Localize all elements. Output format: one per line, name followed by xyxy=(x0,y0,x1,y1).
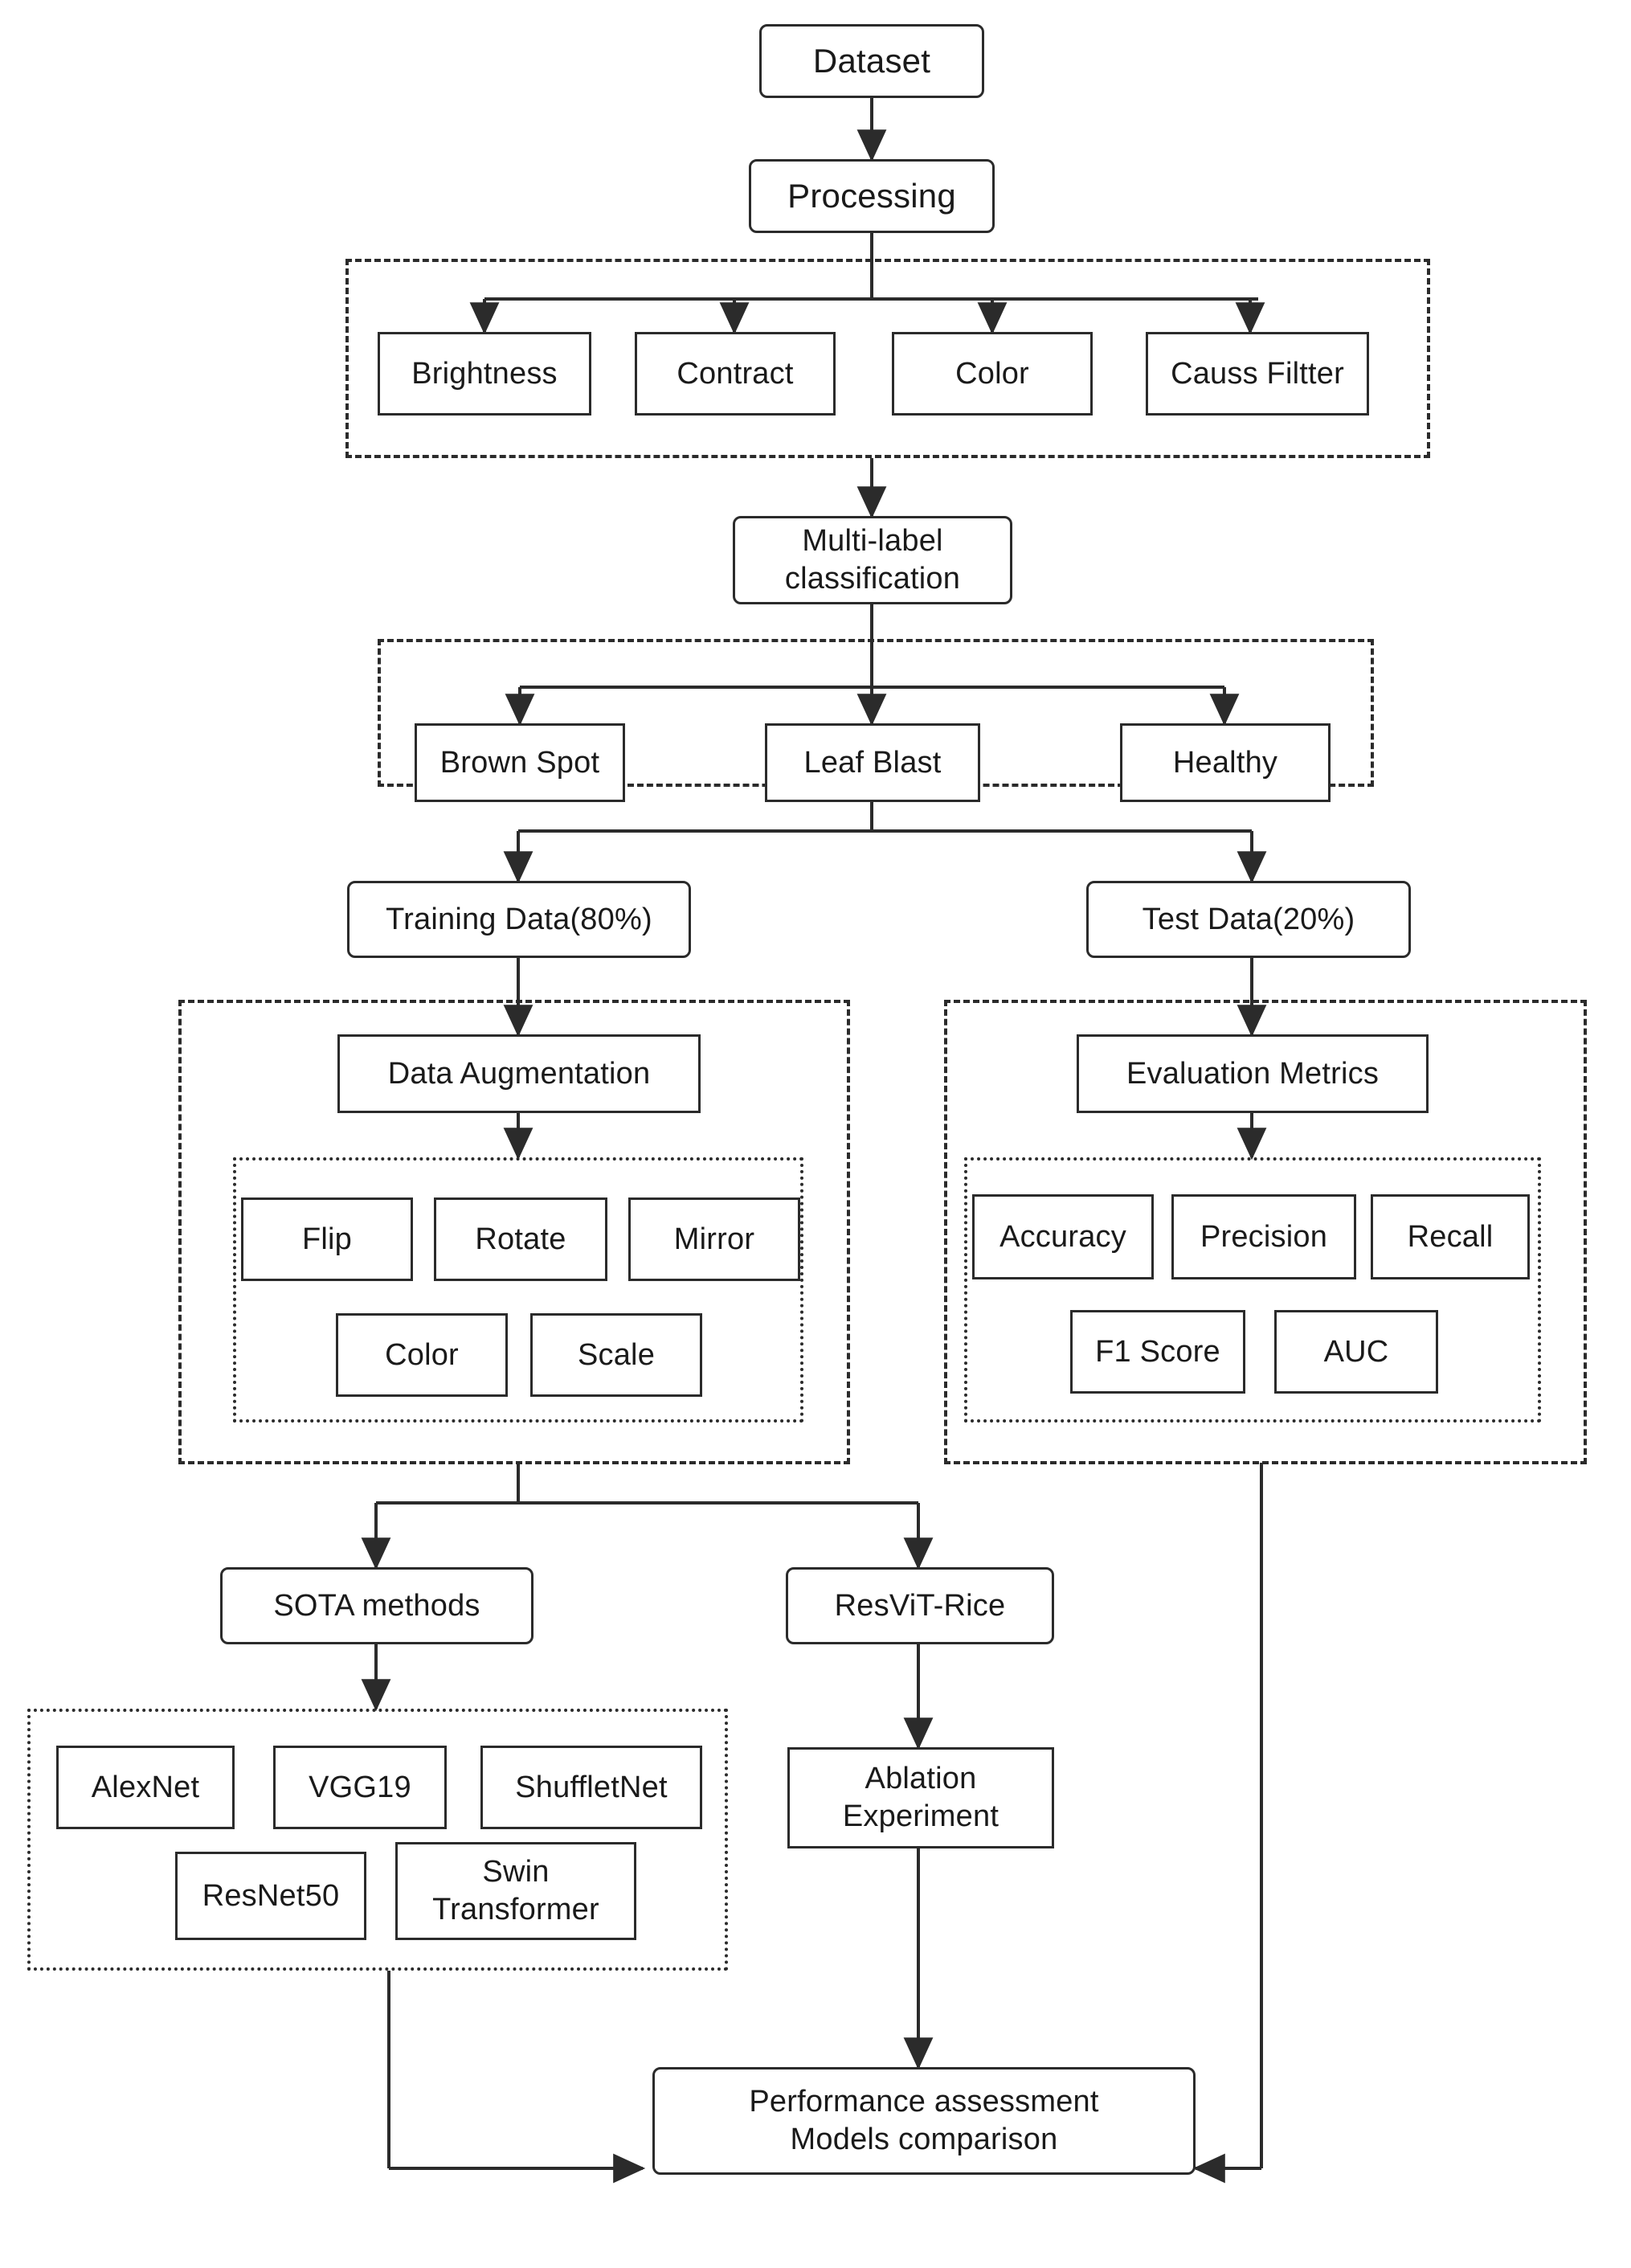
node-data-augmentation[interactable]: Data Augmentation xyxy=(337,1034,701,1113)
node-auc[interactable]: AUC xyxy=(1274,1310,1438,1394)
node-performance-assessment[interactable]: Performance assessment Models comparison xyxy=(652,2067,1196,2175)
node-accuracy[interactable]: Accuracy xyxy=(972,1194,1154,1279)
node-test-data[interactable]: Test Data(20%) xyxy=(1086,881,1411,958)
node-sota-methods[interactable]: SOTA methods xyxy=(220,1567,533,1644)
test-branch-group xyxy=(944,1000,1587,1464)
node-precision[interactable]: Precision xyxy=(1171,1194,1356,1279)
multi-label-line-2: classification xyxy=(784,562,961,596)
swin-line-2: Transformer xyxy=(432,1893,599,1926)
ablation-line-1: Ablation xyxy=(865,1761,977,1795)
ablation-line-2: Experiment xyxy=(842,1799,999,1833)
node-mirror[interactable]: Mirror xyxy=(628,1197,800,1281)
node-shuffletnet[interactable]: ShuffletNet xyxy=(480,1746,702,1829)
node-flip[interactable]: Flip xyxy=(241,1197,413,1281)
node-alexnet[interactable]: AlexNet xyxy=(56,1746,235,1829)
node-healthy[interactable]: Healthy xyxy=(1120,723,1331,802)
metrics-group xyxy=(964,1157,1541,1423)
node-contract[interactable]: Contract xyxy=(635,332,836,416)
augmentation-group xyxy=(233,1157,803,1423)
multi-label-line-1: Multi-label xyxy=(802,523,943,558)
node-resnet50[interactable]: ResNet50 xyxy=(175,1852,366,1940)
node-multi-label-classification[interactable]: Multi-label classification xyxy=(733,516,1012,604)
swin-line-1: Swin xyxy=(482,1854,550,1889)
training-branch-group xyxy=(178,1000,850,1464)
preprocessing-group xyxy=(345,259,1430,458)
node-ablation-experiment[interactable]: Ablation Experiment xyxy=(787,1747,1054,1848)
node-dataset[interactable]: Dataset xyxy=(759,24,984,98)
performance-line-2: Models comparison xyxy=(790,2123,1058,2156)
node-brown-spot[interactable]: Brown Spot xyxy=(415,723,625,802)
node-scale[interactable]: Scale xyxy=(530,1313,702,1397)
node-brightness[interactable]: Brightness xyxy=(378,332,591,416)
node-color-augmentation[interactable]: Color xyxy=(336,1313,508,1397)
node-rotate[interactable]: Rotate xyxy=(434,1197,607,1281)
node-evaluation-metrics[interactable]: Evaluation Metrics xyxy=(1077,1034,1429,1113)
sota-group xyxy=(27,1709,728,1971)
node-swin-transformer[interactable]: Swin Transformer xyxy=(395,1842,636,1940)
node-f1-score[interactable]: F1 Score xyxy=(1070,1310,1245,1394)
performance-line-1: Performance assessment xyxy=(749,2084,1099,2119)
node-causs-filtter[interactable]: Causs Filtter xyxy=(1146,332,1369,416)
node-resvit-rice[interactable]: ResViT-Rice xyxy=(786,1567,1054,1644)
node-training-data[interactable]: Training Data(80%) xyxy=(347,881,691,958)
node-leaf-blast[interactable]: Leaf Blast xyxy=(765,723,980,802)
node-processing[interactable]: Processing xyxy=(749,159,995,233)
node-recall[interactable]: Recall xyxy=(1371,1194,1530,1279)
node-color-processing[interactable]: Color xyxy=(892,332,1093,416)
node-vgg19[interactable]: VGG19 xyxy=(273,1746,447,1829)
